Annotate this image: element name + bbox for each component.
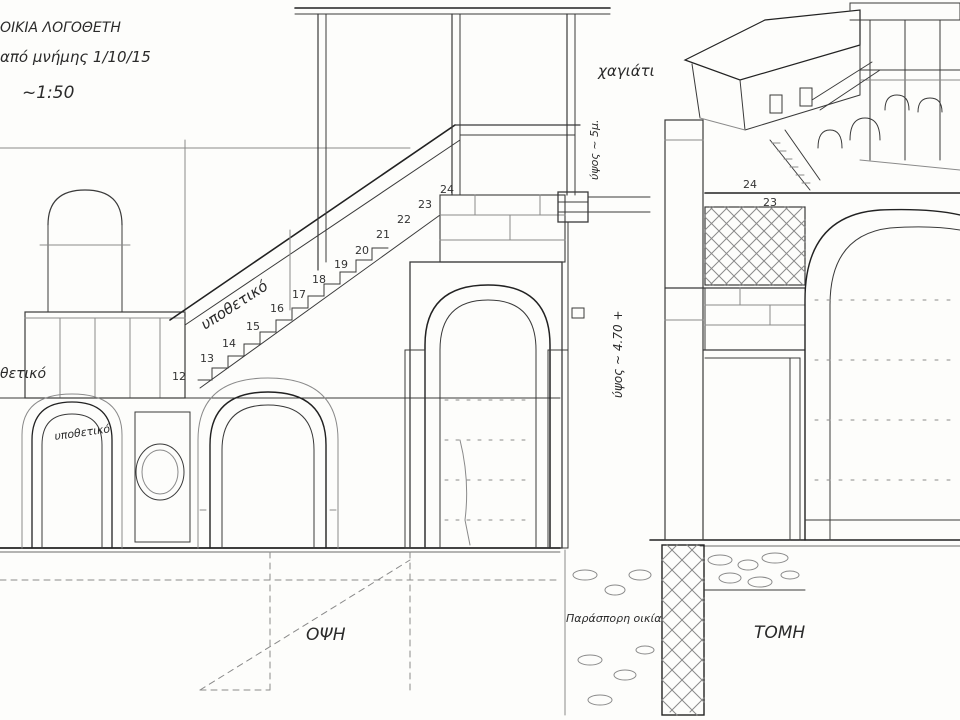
step-number: 15 bbox=[246, 320, 260, 333]
upper-stone-wall bbox=[439, 191, 651, 549]
section-level-number: 23 bbox=[763, 196, 777, 209]
perspective-sketch bbox=[683, 2, 960, 191]
scale-note: ~1:50 bbox=[22, 83, 74, 103]
step-number: 18 bbox=[312, 273, 326, 286]
step-number: 20 bbox=[355, 244, 369, 257]
title-house: ΟΙΚΙΑ ΛΟΓΟΘΕΤΗ bbox=[0, 20, 121, 36]
ground-line bbox=[0, 539, 960, 691]
section-right-arch bbox=[804, 208, 960, 541]
step-number: 19 bbox=[334, 258, 348, 271]
step-number: 14 bbox=[222, 337, 236, 350]
step-number: 12 bbox=[172, 370, 186, 383]
label-height-top: ύψος ~ 5μ. bbox=[588, 119, 601, 180]
step-number: 16 bbox=[270, 302, 284, 315]
rubble-foundation bbox=[564, 549, 806, 716]
label-cupboard-hypothetical: υποθετικό bbox=[54, 422, 111, 443]
note-from-memory: από μνήμης 1/10/15 bbox=[0, 48, 151, 66]
label-annex-house: Παράσπορη οικία bbox=[566, 612, 662, 625]
top-beam bbox=[294, 7, 611, 271]
main-arch-doorway bbox=[404, 261, 569, 549]
label-wall-positive: θετικό bbox=[0, 366, 47, 382]
middle-arch bbox=[197, 377, 339, 549]
step-number: 13 bbox=[200, 352, 214, 365]
staircase bbox=[169, 124, 581, 389]
section-wall bbox=[664, 119, 960, 541]
step-number: 21 bbox=[376, 228, 390, 241]
stair-step-numbers: 12 13 14 15 16 17 18 19 20 21 22 23 24 bbox=[172, 183, 454, 383]
step-number: 24 bbox=[440, 183, 454, 196]
left-wall bbox=[0, 139, 561, 399]
step-number: 22 bbox=[397, 213, 411, 226]
section-level-number: 24 bbox=[743, 178, 757, 191]
cupboard-niche bbox=[134, 411, 191, 543]
foundation-column bbox=[661, 544, 705, 716]
label-section: ΤΟΜΗ bbox=[754, 623, 805, 643]
small-left-arch bbox=[21, 393, 123, 549]
label-stair-hypothetical: υποθετικό bbox=[197, 277, 271, 334]
step-number: 17 bbox=[292, 288, 306, 301]
label-hagiati: χαγιάτι bbox=[597, 62, 655, 80]
label-elevation: ΟΨΗ bbox=[306, 625, 346, 645]
label-height-mid: ύψος ~ 4.70 + bbox=[611, 310, 625, 398]
step-number: 23 bbox=[418, 198, 432, 211]
hatched-floor-slab bbox=[704, 206, 806, 286]
